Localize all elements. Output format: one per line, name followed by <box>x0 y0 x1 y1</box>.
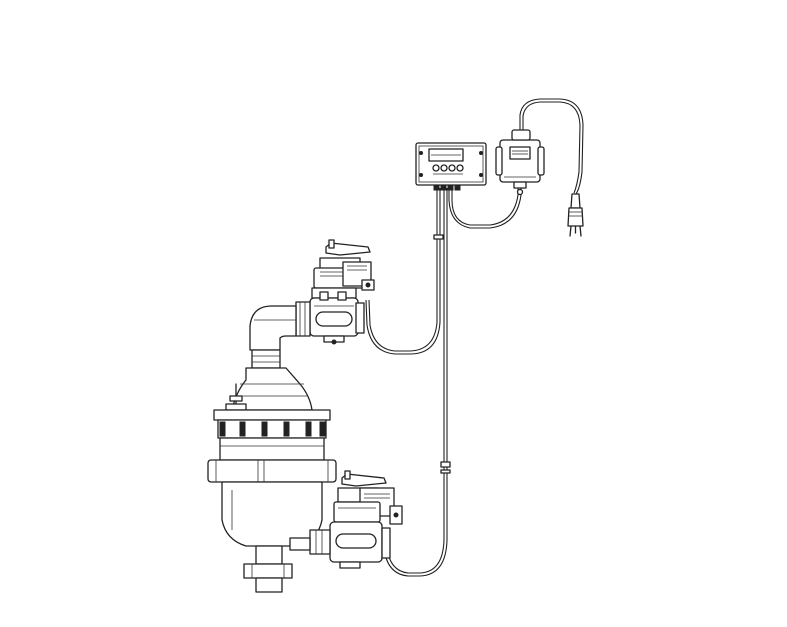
controller-unit <box>415 142 487 191</box>
controller-to-upper-valve-cable <box>368 188 438 352</box>
controller-button-1 <box>432 164 440 172</box>
filter-vessel <box>207 367 337 593</box>
cables <box>365 98 584 577</box>
controller-buttons <box>432 164 464 175</box>
upper-valve <box>309 239 375 345</box>
lower-valve <box>289 470 403 569</box>
power-plug <box>567 193 584 237</box>
power-supply-unit <box>495 129 545 196</box>
plug-cable <box>519 98 584 195</box>
controller-button-2 <box>440 164 448 172</box>
psu-to-controller-cable <box>451 185 519 226</box>
flange-bolts <box>219 421 326 437</box>
controller-button-3 <box>448 164 456 172</box>
controller-button-4 <box>456 164 464 172</box>
connecting-pipe <box>249 301 311 369</box>
